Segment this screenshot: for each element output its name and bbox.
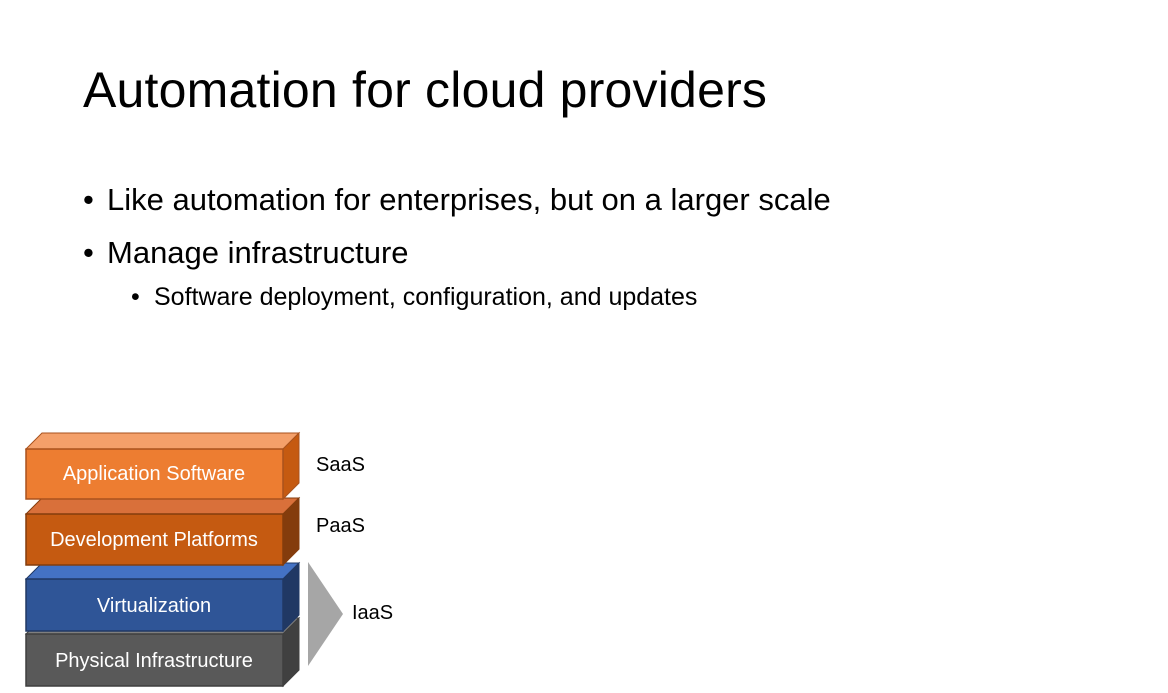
iaas-label: IaaS — [352, 602, 394, 624]
bullet-item: • Like automation for enterprises, but o… — [83, 180, 831, 220]
bullet-glyph: • — [83, 235, 94, 270]
sub-bullet-item: • Software deployment, configuration, an… — [131, 281, 697, 313]
layer-label-development-platforms: Development Platforms — [50, 529, 258, 551]
iaas-arrow — [308, 562, 343, 666]
saas-label: SaaS — [316, 454, 365, 476]
bullet-glyph: • — [131, 283, 140, 311]
layer-application-software — [24, 431, 301, 501]
bullet-text: Software deployment, configuration, and … — [154, 283, 698, 311]
bullet-glyph: • — [83, 182, 94, 217]
layer-label-physical-infrastructure: Physical Infrastructure — [55, 650, 253, 672]
bullet-text: Like automation for enterprises, but on … — [107, 182, 831, 217]
slide-title: Automation for cloud providers — [83, 62, 768, 118]
layer-development-platforms — [24, 496, 301, 567]
bullet-item: • Manage infrastructure — [83, 233, 409, 273]
bullet-text: Manage infrastructure — [107, 235, 409, 270]
layer-label-application-software: Application Software — [62, 463, 246, 485]
paas-label: PaaS — [316, 515, 365, 537]
layer-virtualization — [24, 561, 301, 633]
layer-label-virtualization: Virtualization — [96, 595, 212, 617]
